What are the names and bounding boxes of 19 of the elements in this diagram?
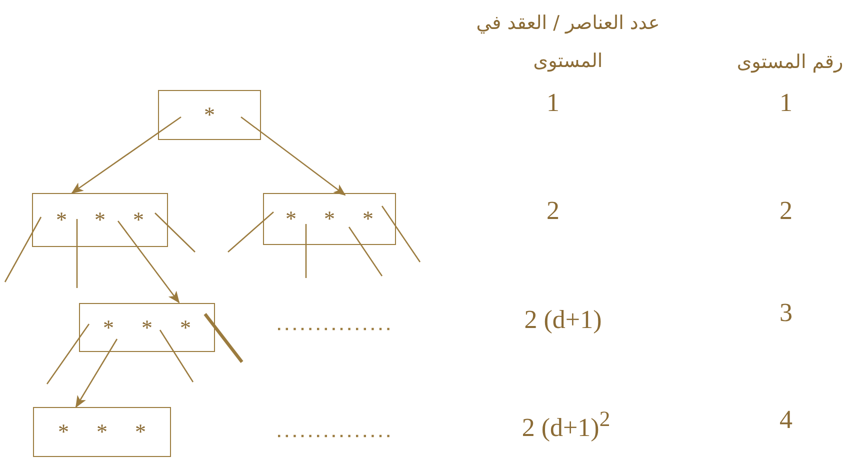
table-cell: 4 xyxy=(780,407,792,433)
column-header: رقم المستوى xyxy=(736,50,844,75)
tree-node-box: * * * xyxy=(32,193,168,247)
tree-node-box: * * * xyxy=(79,303,215,352)
arrow xyxy=(75,338,118,408)
tree-node-box: * * * xyxy=(33,407,171,457)
tree-node-box: * * * xyxy=(263,193,396,245)
tree-node-box: * xyxy=(158,90,261,140)
table-cell: 2 xyxy=(546,198,560,224)
table-cell: 1 xyxy=(546,90,560,116)
arrow xyxy=(240,116,346,196)
table-cell: 1 xyxy=(780,90,792,116)
arrow xyxy=(71,116,182,194)
table-cell: 2 (d+1)$^{2}$ xyxy=(522,409,610,441)
column-header: عدد العناصر / العقد في المستوى xyxy=(475,11,661,74)
arrow xyxy=(117,220,180,304)
table-cell: 2 xyxy=(780,198,792,224)
table-cell: 3 xyxy=(780,300,792,326)
table-cell: 2 (d+1) xyxy=(524,307,602,333)
